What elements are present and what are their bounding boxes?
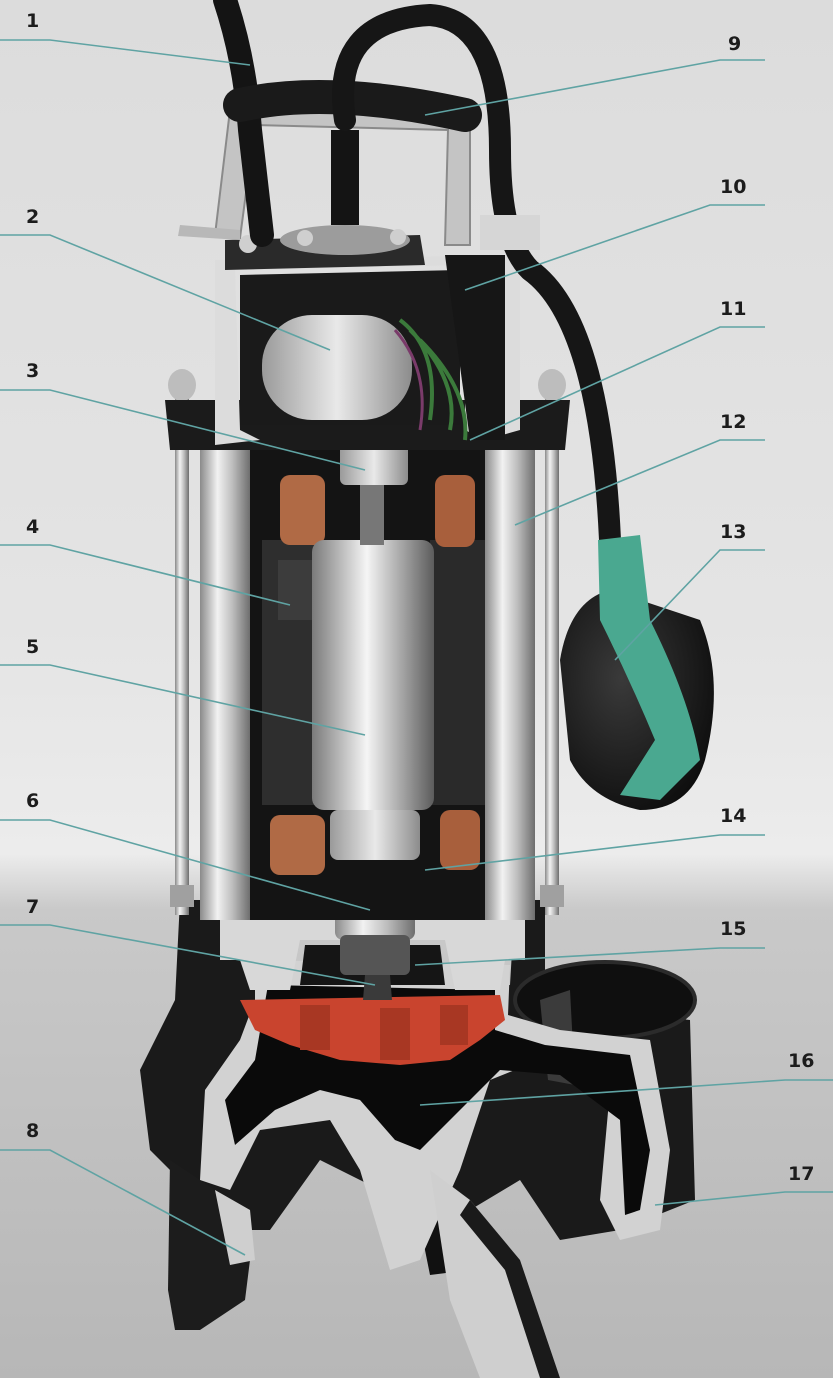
leader-line-5 [0, 664, 366, 736]
lower-housing-cut [220, 900, 525, 990]
winding-bottom-right [440, 810, 480, 870]
cable-gland-center [280, 225, 410, 255]
leader-line-3 [0, 389, 366, 471]
leader-line-9 [424, 59, 765, 116]
leader-line-10 [464, 204, 765, 291]
motor-housing-left [200, 450, 250, 920]
callout-6: 6 [26, 790, 39, 812]
tie-rod-left-nut [168, 369, 196, 401]
pump-leg-left-cut [215, 1190, 255, 1265]
leader-line-12 [514, 439, 765, 526]
bearing-upper [340, 440, 408, 485]
capacitor [262, 315, 412, 420]
callout-13: 13 [720, 521, 746, 543]
callout-17: 17 [788, 1163, 814, 1185]
motor-housing-right [485, 450, 535, 920]
leader-line-15 [414, 947, 765, 966]
bolt-2 [297, 230, 313, 246]
leader-lines [0, 39, 833, 1256]
leader-line-16 [419, 1079, 833, 1106]
leader-line-11 [469, 326, 765, 441]
callout-4: 4 [26, 516, 39, 538]
callout-15: 15 [720, 918, 746, 940]
wires-2 [393, 329, 424, 431]
leader-line-4 [0, 544, 291, 606]
bolt-3 [390, 229, 406, 245]
seal-spring [340, 935, 410, 975]
callout-8: 8 [26, 1120, 39, 1142]
rotor [312, 540, 434, 810]
tie-rod-right [545, 395, 559, 915]
tie-rod-left-nut-low [170, 885, 194, 907]
callout-3: 3 [26, 360, 39, 382]
impeller-vane-3 [440, 1005, 468, 1045]
leader-line-1 [0, 39, 251, 66]
wires [398, 318, 468, 441]
callout-11: 11 [720, 298, 746, 320]
float-cable [332, 3, 621, 551]
handle-foot-left [178, 225, 240, 240]
winding-top-right [435, 475, 475, 547]
shaft-upper [360, 480, 384, 545]
power-cable [213, 0, 274, 247]
callout-7: 7 [26, 896, 39, 918]
cable-clamp [480, 215, 540, 250]
cable-boot [445, 255, 505, 440]
impeller-vane-2 [380, 1008, 410, 1060]
callout-12: 12 [720, 411, 746, 433]
callout-1: 1 [26, 10, 39, 32]
winding-bottom-left [270, 815, 325, 875]
callout-14: 14 [720, 805, 746, 827]
callout-9: 9 [728, 33, 741, 55]
leader-line-13 [614, 549, 765, 661]
leader-line-7 [0, 924, 376, 986]
stator-face [278, 560, 316, 620]
callout-10: 10 [720, 176, 746, 198]
pump-leg-left [168, 1160, 250, 1330]
callout-16: 16 [788, 1050, 814, 1072]
pump-illustration [140, 0, 714, 1378]
callout-numbers: 1 2 3 4 5 6 7 8 9 10 11 12 13 14 15 16 1… [26, 10, 814, 1185]
leader-line-8 [0, 1149, 246, 1256]
tie-rod-right-nut [538, 369, 566, 401]
leader-line-6 [0, 819, 371, 911]
stator-right [430, 540, 485, 805]
float-switch-band [598, 535, 700, 800]
leader-line-14 [424, 834, 765, 871]
impeller-vane-1 [300, 1005, 330, 1050]
callout-5: 5 [26, 636, 39, 658]
tie-rod-left [175, 395, 189, 915]
pump-leg-right-edge [460, 1200, 560, 1378]
tie-rod-right-nut-low [540, 885, 564, 907]
winding-top-left [280, 475, 325, 545]
callout-2: 2 [26, 206, 39, 228]
leader-line-17 [654, 1191, 833, 1206]
leader-line-2 [0, 234, 331, 351]
shaft-lower [363, 975, 392, 1000]
bearing-lower [330, 810, 420, 860]
